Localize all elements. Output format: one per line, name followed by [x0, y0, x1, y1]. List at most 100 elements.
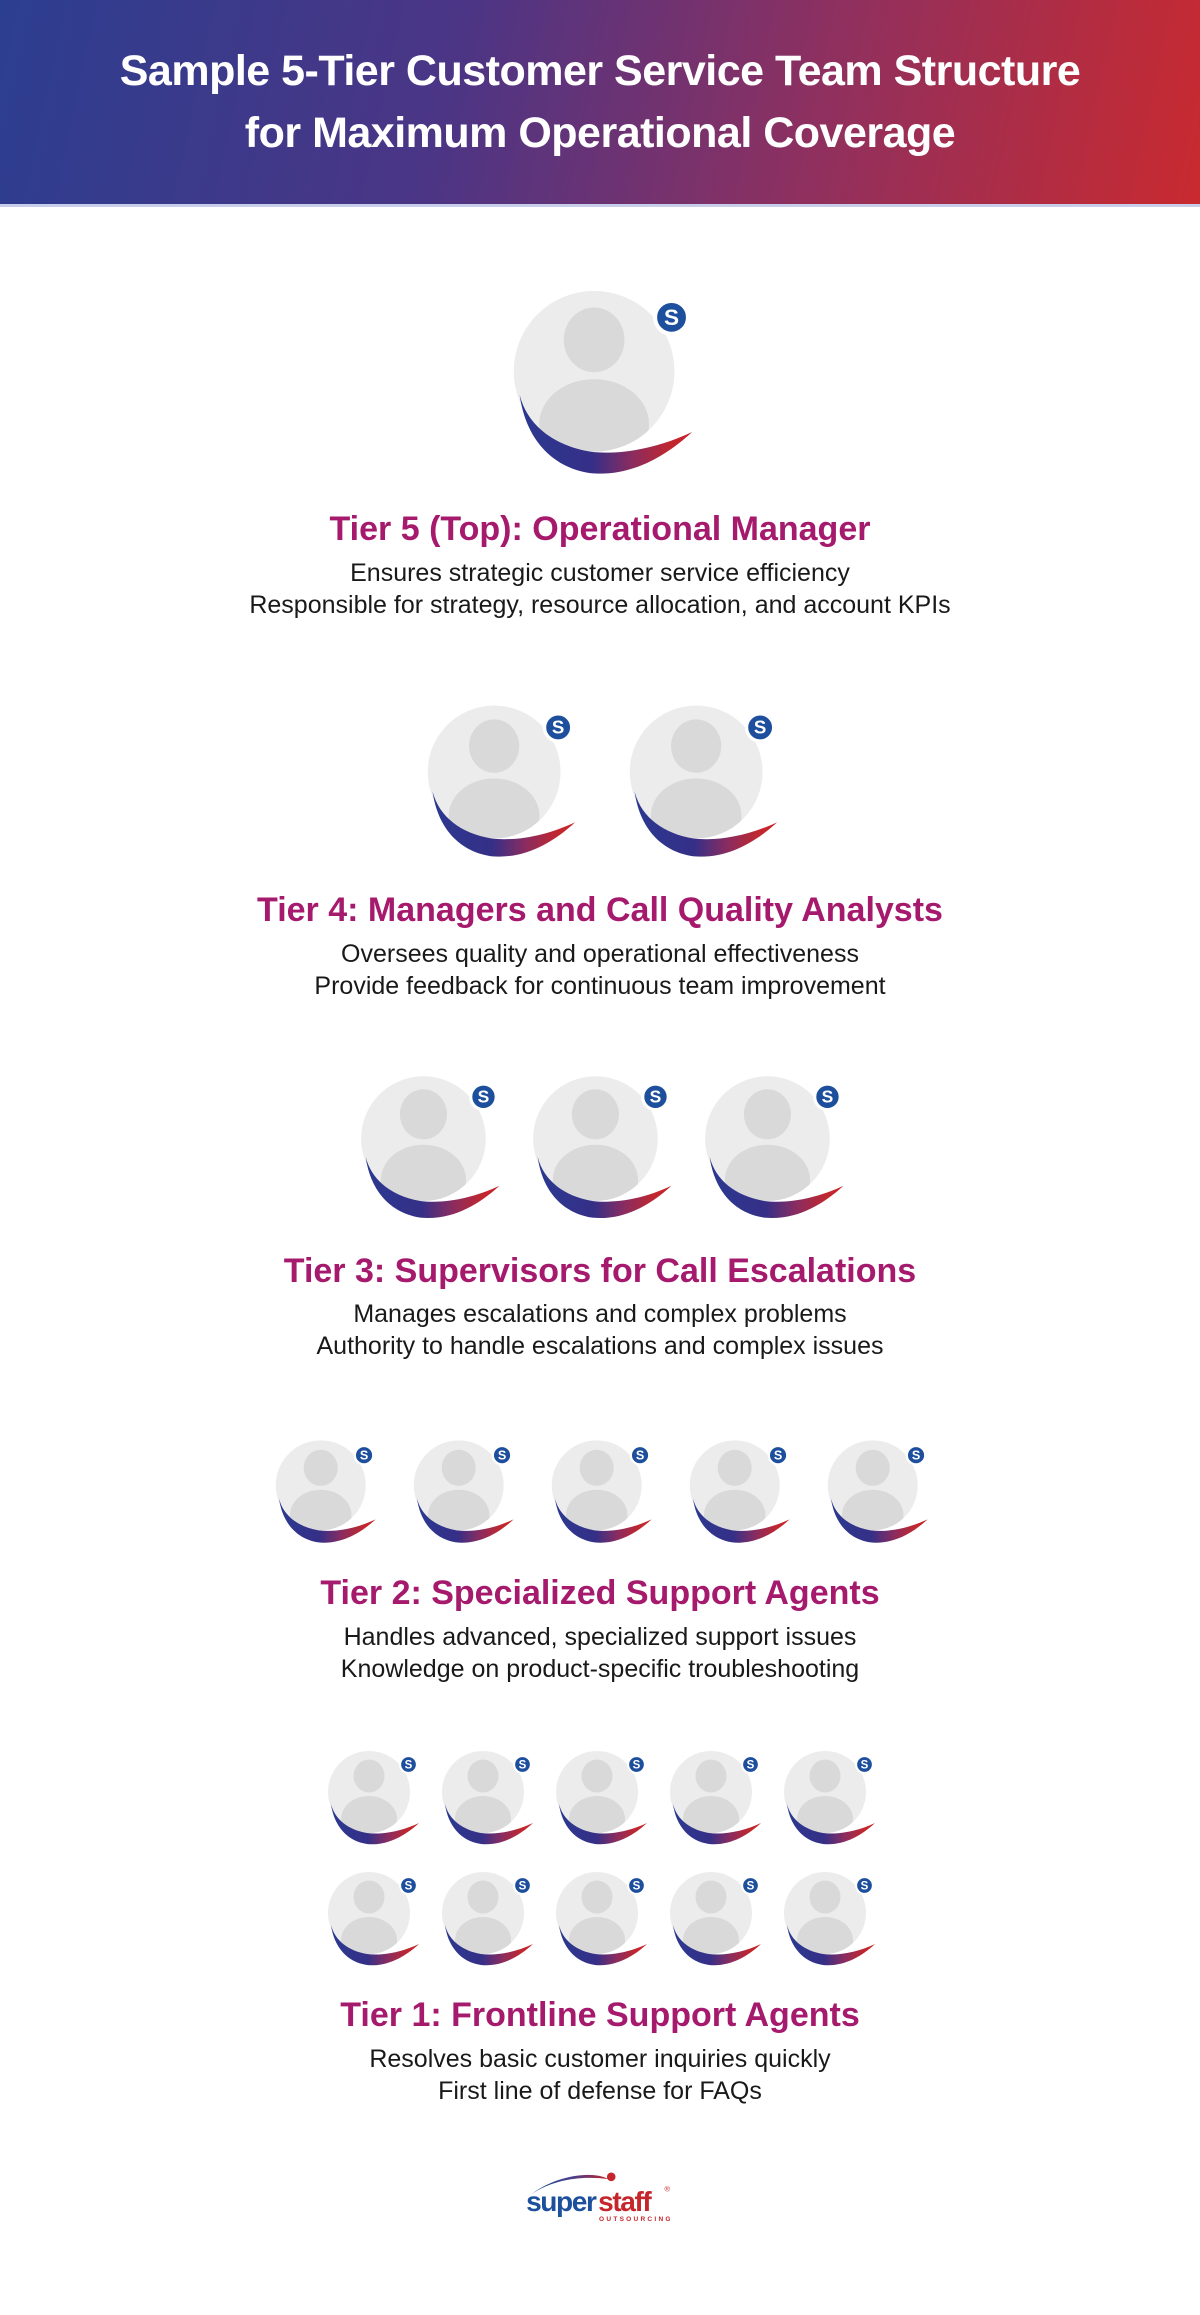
tier-5-section: S Tier 5 (Top): Operational Manager Ensu… — [0, 283, 1200, 621]
avatar-head — [809, 1880, 841, 1914]
tier-1-avatar-row: S S — [320, 1747, 880, 1971]
avatar-head — [809, 1759, 841, 1793]
s-badge-icon — [855, 1755, 874, 1775]
team-member-avatar-icon: S — [275, 1440, 376, 1544]
team-member-avatar-icon: S — [784, 1872, 875, 1966]
tier-2-avatar-row: S S — [269, 1436, 931, 1549]
avatar-head — [717, 1450, 752, 1487]
svg-text:S: S — [633, 1881, 641, 1893]
team-member-avatar-icon: S — [442, 1872, 533, 1966]
svg-text:S: S — [861, 1881, 869, 1893]
swoosh-shape — [555, 1498, 652, 1544]
avatar-head — [695, 1759, 727, 1793]
team-member-avatar-icon: S — [784, 1751, 875, 1845]
s-badge-icon — [813, 1082, 842, 1111]
tier-4-heading: Tier 4: Managers and Call Quality Analys… — [257, 890, 943, 929]
s-badge-icon — [353, 1445, 375, 1466]
footer-logo-area: super staff ® OUTSOURCING — [0, 2167, 1200, 2225]
team-member-avatar-icon: S — [670, 1872, 761, 1966]
page-title-line-1: Sample 5-Tier Customer Service Team Stru… — [119, 47, 1081, 95]
swoosh-shape — [279, 1498, 376, 1544]
avatar-head — [581, 1759, 613, 1793]
avatar-head — [571, 1088, 619, 1139]
s-badge-icon — [767, 1445, 789, 1466]
svg-text:S: S — [498, 1449, 506, 1463]
logo-figure-head — [606, 2172, 616, 2182]
s-badge-icon — [629, 1445, 651, 1466]
header-banner: Sample 5-Tier Customer Service Team Stru… — [0, 0, 1200, 207]
superstaff-logo: super staff ® OUTSOURCING — [526, 2172, 671, 2223]
svg-text:S: S — [519, 1760, 527, 1772]
avatar-head — [441, 1450, 476, 1487]
svg-text:S: S — [650, 1086, 662, 1106]
tier-1-desc-line-1: Resolves basic customer inquiries quickl… — [369, 2044, 831, 2073]
swoosh-shape — [519, 394, 693, 474]
s-badge-icon — [469, 1082, 498, 1111]
s-badge-icon — [855, 1876, 874, 1896]
s-badge-icon — [513, 1755, 532, 1775]
tier-5-heading: Tier 5 (Top): Operational Manager — [329, 510, 871, 548]
svg-text:S: S — [774, 1449, 782, 1463]
team-member-avatar-icon: S — [513, 290, 693, 474]
tier-4-desc-line-2: Provide feedback for continuous team imp… — [314, 971, 886, 1000]
s-badge-icon — [741, 1876, 760, 1896]
swoosh-shape — [365, 1156, 500, 1218]
tier-2-desc-line-1: Handles advanced, specialized support is… — [343, 1623, 857, 1652]
avatar-head — [743, 1088, 791, 1139]
svg-text:S: S — [747, 1881, 755, 1893]
avatar-head — [579, 1450, 614, 1487]
tier-2-section: S S — [0, 1436, 1200, 1685]
team-member-avatar-icon: S — [551, 1440, 652, 1544]
s-badge-icon — [542, 711, 574, 743]
tier-3-section: S S — [0, 1070, 1200, 1363]
tier-4-description: Oversees quality and operational effecti… — [314, 938, 885, 1002]
swoosh-shape — [787, 1804, 875, 1845]
swoosh-shape — [445, 1804, 533, 1845]
svg-text:S: S — [912, 1449, 920, 1463]
tier-3-avatar-row: S S — [352, 1070, 848, 1227]
avatar-head — [695, 1880, 727, 1914]
tier-1-section: S S — [0, 1747, 1200, 2107]
svg-text:S: S — [747, 1760, 755, 1772]
avatar-head — [303, 1450, 338, 1487]
svg-text:S: S — [822, 1086, 834, 1106]
team-member-avatar-icon: S — [705, 1075, 844, 1218]
swoosh-shape — [559, 1925, 647, 1966]
swoosh-shape — [709, 1156, 844, 1218]
swoosh-shape — [787, 1925, 875, 1966]
swoosh-shape — [537, 1156, 672, 1218]
s-badge-icon — [399, 1755, 418, 1775]
swoosh-shape — [559, 1804, 647, 1845]
svg-text:S: S — [478, 1086, 490, 1106]
logo-swoosh-figure — [531, 2174, 609, 2195]
swoosh-shape — [331, 1925, 419, 1966]
s-badge-icon — [641, 1082, 670, 1111]
team-member-avatar-icon: S — [556, 1872, 647, 1966]
svg-text:S: S — [360, 1449, 368, 1463]
s-badge-icon — [741, 1755, 760, 1775]
s-badge-icon — [744, 711, 776, 743]
avatar-head — [563, 307, 625, 373]
tier-2-desc-line-2: Knowledge on product-specific troublesho… — [340, 1655, 860, 1684]
team-member-avatar-icon: S — [827, 1440, 928, 1544]
swoosh-shape — [445, 1925, 533, 1966]
avatar-head — [855, 1450, 890, 1487]
team-member-avatar-icon: S — [427, 705, 576, 857]
page-title-line-2: for Maximum Operational Coverage — [244, 109, 956, 157]
tier-4-desc-line-1: Oversees quality and operational effecti… — [341, 939, 859, 968]
team-member-avatar-icon: S — [556, 1751, 647, 1845]
swoosh-shape — [331, 1804, 419, 1845]
svg-text:S: S — [636, 1449, 644, 1463]
logo-registered-mark: ® — [665, 2184, 671, 2193]
avatar-head — [467, 1759, 499, 1793]
avatar-head — [353, 1880, 385, 1914]
s-badge-icon — [627, 1876, 646, 1896]
tier-1-heading: Tier 1: Frontline Support Agents — [340, 1996, 860, 2035]
team-member-avatar-icon: S — [328, 1751, 419, 1845]
s-badge-icon — [399, 1876, 418, 1896]
svg-text:S: S — [519, 1881, 527, 1893]
team-member-avatar-icon: S — [413, 1440, 514, 1544]
svg-text:S: S — [754, 717, 766, 738]
team-member-avatar-icon: S — [442, 1751, 533, 1845]
